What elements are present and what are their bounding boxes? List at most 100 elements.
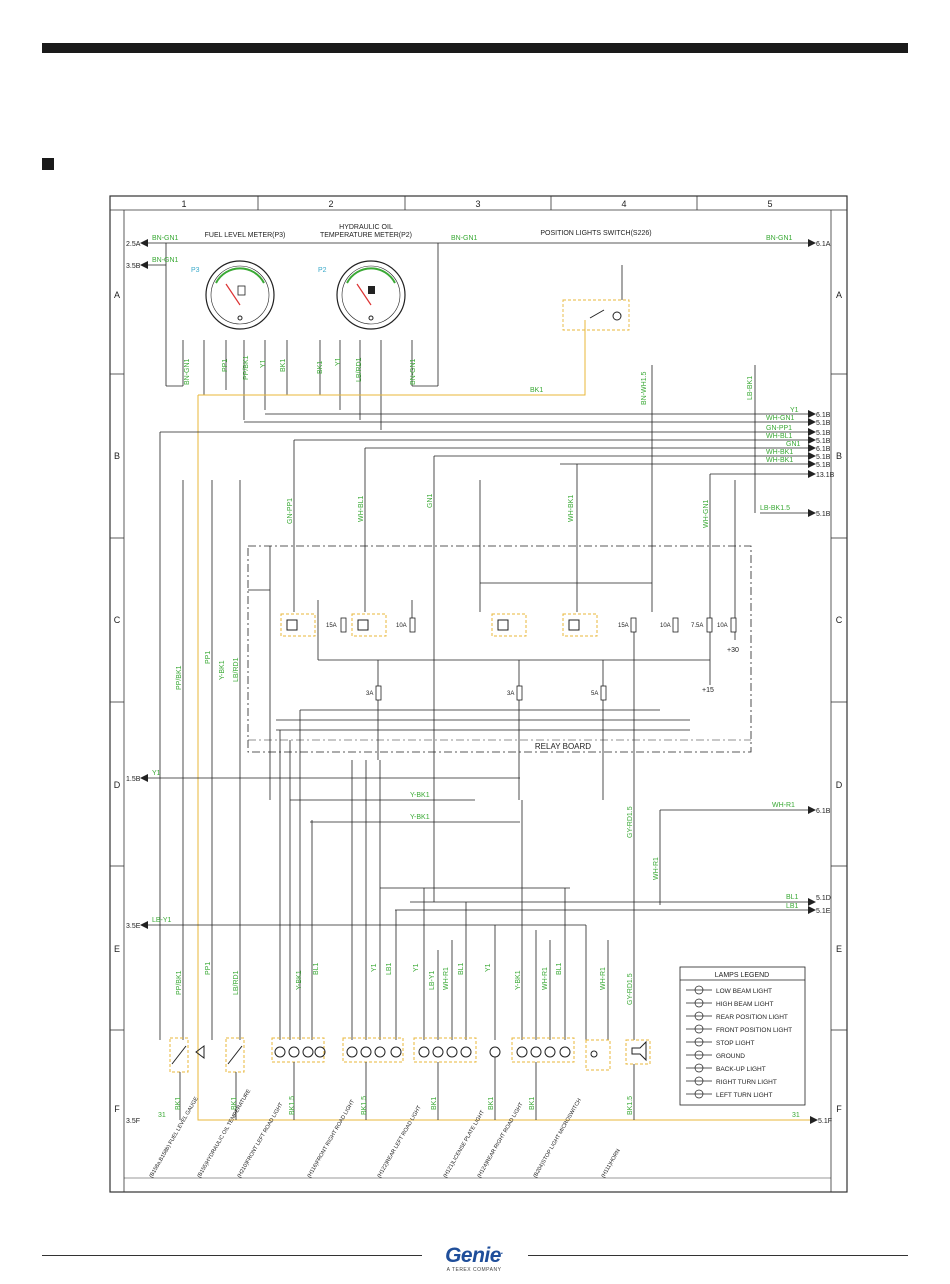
supply-label: +30 bbox=[727, 647, 739, 654]
fuse-rating: 15A bbox=[618, 623, 629, 629]
fuse bbox=[409, 617, 416, 633]
wire-label: BK1 bbox=[231, 1097, 238, 1110]
wire-label: GY-RD1.5 bbox=[627, 973, 634, 1005]
load-name: (H116)FRONT RIGHT ROAD LIGHT bbox=[307, 1098, 357, 1179]
stop-light-microswitch bbox=[585, 1039, 611, 1071]
ref-5-1b: 5.1B bbox=[816, 462, 831, 469]
fuse-rating: 7.5A bbox=[691, 623, 703, 629]
wire-label: 31 bbox=[158, 1112, 166, 1119]
wire-label: Y-BK1 bbox=[410, 814, 430, 821]
row-label: D bbox=[114, 780, 121, 790]
wire-label: LB-BK1.5 bbox=[760, 505, 790, 512]
fuel-level-gauge bbox=[205, 260, 275, 330]
wire-label: BN-GN1 bbox=[766, 235, 793, 242]
relay-k3 bbox=[562, 613, 598, 637]
wire-label: LB-Y1 bbox=[152, 917, 172, 924]
hydraulic-temp-gauge bbox=[336, 260, 406, 330]
wire-label: Y1 bbox=[413, 963, 420, 972]
fuse-rating: 10A bbox=[717, 623, 728, 629]
wire-label: PP1 bbox=[205, 651, 212, 664]
fuse-rating: 3A bbox=[507, 691, 514, 697]
fuse-rating: 5A bbox=[591, 691, 598, 697]
wire-label: PP1 bbox=[205, 962, 212, 975]
wire-label: WH-R1 bbox=[443, 967, 450, 990]
wire-label: LB/RD1 bbox=[356, 357, 363, 382]
wire-label: 31 bbox=[792, 1112, 800, 1119]
wire-label: Y-BK1 bbox=[219, 660, 226, 680]
load-name: (B204)STOP LIGHT MICROSWITCH bbox=[533, 1098, 583, 1179]
drawing-frame bbox=[109, 195, 848, 1193]
lamp-group-h122 bbox=[413, 1037, 477, 1063]
wire-label: LB/RD1 bbox=[233, 970, 240, 995]
hyd-meter-title-1: HYDRAULIC OIL bbox=[339, 224, 393, 231]
relay-k2 bbox=[280, 613, 316, 637]
fuse bbox=[516, 685, 523, 701]
ref-5-1b: 5.1B bbox=[816, 438, 831, 445]
brand-tagline: A TEREX COMPANY bbox=[446, 1267, 502, 1273]
footer-rule-right bbox=[528, 1255, 908, 1256]
section-bullet bbox=[42, 158, 54, 170]
wire-label: GN1 bbox=[786, 441, 801, 448]
wire-label: WH-R1 bbox=[653, 857, 660, 880]
ref-5-1b: 5.1B bbox=[816, 511, 831, 518]
fuse bbox=[375, 685, 382, 701]
lamp-group-h124 bbox=[511, 1037, 575, 1063]
fuse-rating: 10A bbox=[660, 623, 671, 629]
wire-label: WH-BL1 bbox=[358, 495, 365, 522]
legend-item: LOW BEAM LIGHT bbox=[716, 988, 772, 995]
position-switch bbox=[562, 265, 630, 331]
lamp-group-h210 bbox=[271, 1037, 326, 1063]
ref-5-1d: 5.1D bbox=[816, 895, 831, 902]
wire-label: WH-R1 bbox=[600, 967, 607, 990]
header-bar bbox=[42, 43, 908, 53]
row-label: A bbox=[836, 290, 842, 300]
ref-6-1b: 6.1B bbox=[816, 808, 831, 815]
supply-label: +15 bbox=[702, 687, 714, 694]
wire-label: LB-BK1 bbox=[747, 376, 754, 400]
fuse bbox=[630, 617, 637, 633]
horn bbox=[625, 1039, 651, 1065]
fuse bbox=[340, 617, 347, 633]
wire-label: GN1 bbox=[427, 494, 434, 509]
wire-label: PP/BK1 bbox=[176, 970, 183, 995]
ref-5-1b: 5.1B bbox=[816, 454, 831, 461]
load-name: (H122)REAR LEFT ROAD LIGHT bbox=[377, 1104, 424, 1179]
wire-label: BK1 bbox=[431, 1097, 438, 1110]
wire-label: PP/BK1 bbox=[176, 665, 183, 690]
wire-label: BN-GN1 bbox=[410, 358, 417, 385]
ref-5-1b: 5.1B bbox=[816, 430, 831, 437]
wire-label: BL1 bbox=[556, 962, 563, 975]
wire-label: BK1.5 bbox=[361, 1096, 368, 1115]
ref-6-1b: 6.1B bbox=[816, 446, 831, 453]
ref-6-1a: 6.1A bbox=[816, 241, 831, 248]
relay-board bbox=[247, 545, 752, 753]
relay-board-label: RELAY BOARD bbox=[535, 742, 591, 751]
col-label: 4 bbox=[621, 199, 626, 209]
relay-k4 bbox=[491, 613, 527, 637]
hyd-meter-title-2: TEMPERATURE METER(P2) bbox=[320, 232, 412, 239]
wire-label: LB1 bbox=[786, 903, 799, 910]
load-name: (H210)FRONT LEFT ROAD LIGHT bbox=[237, 1101, 285, 1179]
ref-3-5e: 3.5E bbox=[126, 923, 141, 930]
row-label: D bbox=[836, 780, 843, 790]
fuse-rating: 10A bbox=[396, 623, 407, 629]
wire-label: PP/BK1 bbox=[243, 355, 250, 380]
ref-3-5f: 3.5F bbox=[126, 1118, 140, 1125]
legend-item: STOP LIGHT bbox=[716, 1040, 754, 1047]
fuse bbox=[730, 617, 737, 633]
row-label: C bbox=[114, 615, 121, 625]
ref-6-1b: 6.1B bbox=[816, 412, 831, 419]
wire-label: BN-GN1 bbox=[451, 235, 478, 242]
row-label: C bbox=[836, 615, 843, 625]
wire-label: LB/RD1 bbox=[233, 657, 240, 682]
wire-label: BL1 bbox=[786, 894, 799, 901]
wire-label: WH-GN1 bbox=[766, 415, 794, 422]
legend-item: FRONT POSITION LIGHT bbox=[716, 1027, 792, 1034]
wire-label: BN-WH1.5 bbox=[641, 371, 648, 405]
row-label: F bbox=[114, 1104, 120, 1114]
ref-13-1b: 13.1B bbox=[816, 472, 835, 479]
wire-label: BN-GN1 bbox=[152, 257, 179, 264]
footer-rule-left bbox=[42, 1255, 422, 1256]
wire-label: BK1 bbox=[530, 387, 543, 394]
relay-k1 bbox=[351, 613, 387, 637]
